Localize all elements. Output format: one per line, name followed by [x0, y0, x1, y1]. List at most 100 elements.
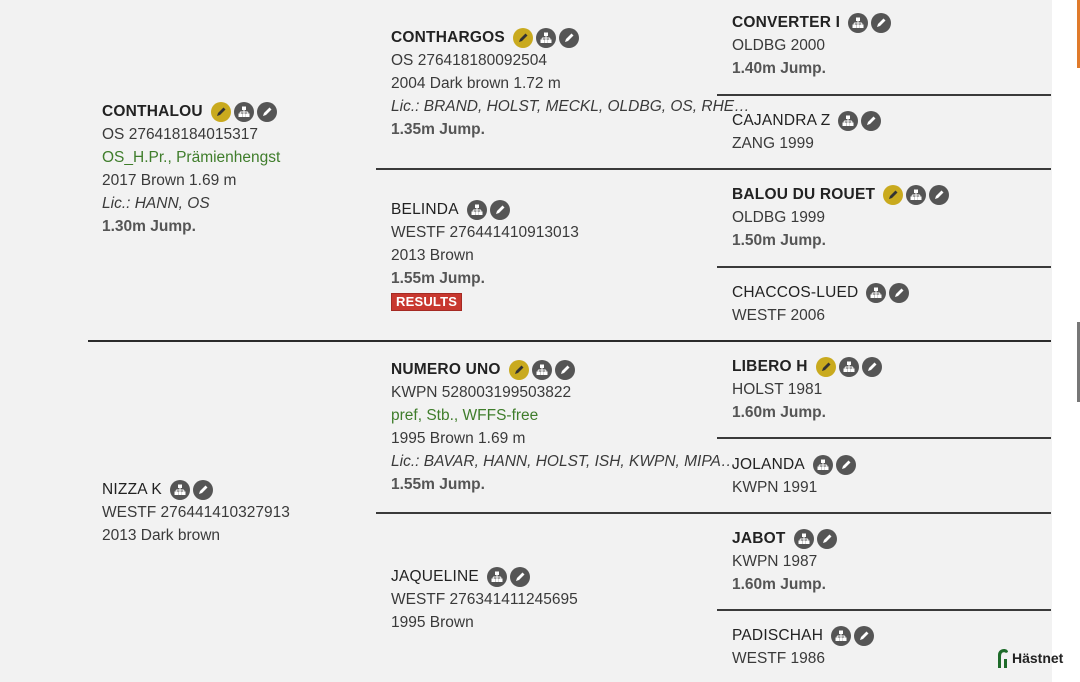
pencil-approved-icon[interactable] — [508, 359, 529, 380]
pedigree-tree-icon[interactable] — [466, 199, 487, 220]
birth-info: WESTF 2006 — [732, 307, 826, 324]
results-button[interactable]: RESULTS — [391, 293, 463, 311]
pencil-approved-icon[interactable] — [512, 27, 533, 48]
edit-pencil-icon[interactable] — [871, 12, 892, 33]
pedigree-tree-icon[interactable] — [838, 356, 859, 377]
right-edge-strip — [1052, 0, 1080, 682]
pedigree-tree-icon[interactable] — [838, 110, 859, 131]
horse-name-link[interactable]: JAQUELINE — [391, 567, 479, 585]
horse-gen3-6: JOLANDA KWPN 1991 — [732, 453, 859, 499]
edit-pencil-icon[interactable] — [489, 199, 510, 220]
horse-dam-sire: NUMERO UNO KWPN 528003199503822 pref, St… — [391, 358, 736, 496]
pedigree-tree-icon[interactable] — [906, 184, 927, 205]
registration-number: OS 276418180092504 — [391, 52, 548, 69]
birth-info: 2013 Dark brown — [102, 527, 221, 544]
divider-gen2-lower — [376, 512, 1051, 514]
horse-name-link[interactable]: BALOU DU ROUET — [732, 185, 876, 203]
edit-pencil-icon[interactable] — [835, 454, 856, 475]
horse-name-link[interactable]: CONVERTER I — [732, 13, 841, 31]
edit-pencil-icon[interactable] — [554, 359, 575, 380]
logo-text: Hästnet — [1012, 650, 1064, 666]
pedigree-tree-icon[interactable] — [531, 359, 552, 380]
horse-name-link[interactable]: BELINDA — [391, 200, 459, 218]
birth-info: WESTF 1986 — [732, 650, 826, 667]
divider-gen3-5 — [717, 437, 1051, 439]
horse-gen3-2: CAJANDRA Z ZANG 1999 — [732, 109, 884, 155]
pencil-approved-icon[interactable] — [210, 101, 231, 122]
premium-note: OS_H.Pr., Prämienhengst — [102, 149, 281, 166]
horse-gen3-4: CHACCOS-LUED WESTF 2006 — [732, 281, 912, 327]
edit-pencil-icon[interactable] — [854, 625, 875, 646]
birth-info: 1995 Brown — [391, 614, 474, 631]
divider-gen2-upper — [376, 168, 1051, 170]
horse-gen3-8: PADISCHAH WESTF 1986 — [732, 624, 877, 670]
birth-info: KWPN 1991 — [732, 479, 818, 496]
edit-pencil-icon[interactable] — [889, 282, 910, 303]
horse-name-link[interactable]: JABOT — [732, 529, 786, 547]
horse-name-link[interactable]: CAJANDRA Z — [732, 111, 831, 129]
horse-gen3-7: JABOT KWPN 1987 1.60m Jump. — [732, 527, 840, 596]
horse-name-link[interactable]: NIZZA K — [102, 480, 162, 498]
horse-dam-dam: JAQUELINE WESTF 276341411245695 1995 Bro… — [391, 565, 578, 634]
edit-pencil-icon[interactable] — [192, 479, 213, 500]
pedigree-tree-icon[interactable] — [793, 528, 814, 549]
horse-name-link[interactable]: CONTHARGOS — [391, 28, 505, 46]
divider-gen3-1 — [717, 94, 1051, 96]
license-info: Lic.: BAVAR, HANN, HOLST, ISH, KWPN, MIP… — [391, 453, 737, 470]
birth-info: KWPN 1987 — [732, 553, 818, 570]
pencil-approved-icon[interactable] — [883, 184, 904, 205]
birth-info: 1995 Brown 1.69 m — [391, 430, 526, 447]
divider-gen3-7 — [717, 609, 1051, 611]
horse-sire-sire: CONTHARGOS OS 276418180092504 2004 Dark … — [391, 26, 750, 141]
jump-height: 1.60m Jump. — [732, 404, 826, 421]
jump-height: 1.55m Jump. — [391, 476, 485, 493]
hastnet-logo: Hästnet — [996, 648, 1063, 668]
pedigree-tree-icon[interactable] — [831, 625, 852, 646]
license-info: Lic.: BRAND, HOLST, MECKL, OLDBG, OS, RH… — [391, 98, 750, 115]
horse-logo-icon — [998, 649, 1008, 668]
registration-number: KWPN 528003199503822 — [391, 384, 572, 401]
pedigree-tree-icon[interactable] — [812, 454, 833, 475]
birth-info: ZANG 1999 — [732, 135, 814, 152]
birth-info: OLDBG 2000 — [732, 37, 826, 54]
horse-name-link[interactable]: NUMERO UNO — [391, 360, 501, 378]
pedigree-tree-icon[interactable] — [486, 566, 507, 587]
edit-pencil-icon[interactable] — [558, 27, 579, 48]
jump-height: 1.30m Jump. — [102, 218, 196, 235]
edit-pencil-icon[interactable] — [861, 356, 882, 377]
horse-name-link[interactable]: CONTHALOU — [102, 102, 203, 120]
horse-name-link[interactable]: CHACCOS-LUED — [732, 283, 859, 301]
birth-info: OLDBG 1999 — [732, 209, 826, 226]
edit-pencil-icon[interactable] — [256, 101, 277, 122]
pencil-approved-icon[interactable] — [815, 356, 836, 377]
horse-sire: CONTHALOU OS 276418184015317 OS_H.Pr., P… — [102, 100, 280, 238]
pedigree-tree-icon[interactable] — [535, 27, 556, 48]
horse-gen3-3: BALOU DU ROUET OLDBG 1999 1.50m Jump. — [732, 183, 952, 252]
edit-pencil-icon[interactable] — [509, 566, 530, 587]
pedigree-tree-icon[interactable] — [848, 12, 869, 33]
birth-info: 2004 Dark brown 1.72 m — [391, 75, 561, 92]
license-info: Lic.: HANN, OS — [102, 195, 210, 212]
divider-gen3-3 — [717, 266, 1051, 268]
edit-pencil-icon[interactable] — [929, 184, 950, 205]
horse-name-link[interactable]: PADISCHAH — [732, 626, 824, 644]
jump-height: 1.40m Jump. — [732, 60, 826, 77]
pedigree-tree-icon[interactable] — [233, 101, 254, 122]
pedigree-tree-icon[interactable] — [169, 479, 190, 500]
edit-pencil-icon[interactable] — [861, 110, 882, 131]
edit-pencil-icon[interactable] — [816, 528, 837, 549]
birth-info: 2017 Brown 1.69 m — [102, 172, 237, 189]
horse-name-link[interactable]: JOLANDA — [732, 455, 805, 473]
horse-name-link[interactable]: LIBERO H — [732, 357, 808, 375]
registration-number: WESTF 276441410327913 — [102, 504, 290, 521]
pedigree-panel: CONTHALOU OS 276418184015317 OS_H.Pr., P… — [88, 11, 1051, 670]
horse-sire-dam: BELINDA WESTF 276441410913013 2013 Brown… — [391, 198, 579, 311]
birth-info: HOLST 1981 — [732, 381, 823, 398]
jump-height: 1.55m Jump. — [391, 270, 485, 287]
accent-bar — [1077, 0, 1080, 68]
jump-height: 1.35m Jump. — [391, 121, 485, 138]
pedigree-tree-icon[interactable] — [866, 282, 887, 303]
horse-gen3-1: CONVERTER I OLDBG 2000 1.40m Jump. — [732, 11, 894, 80]
jump-height: 1.60m Jump. — [732, 576, 826, 593]
birth-info: 2013 Brown — [391, 247, 474, 264]
